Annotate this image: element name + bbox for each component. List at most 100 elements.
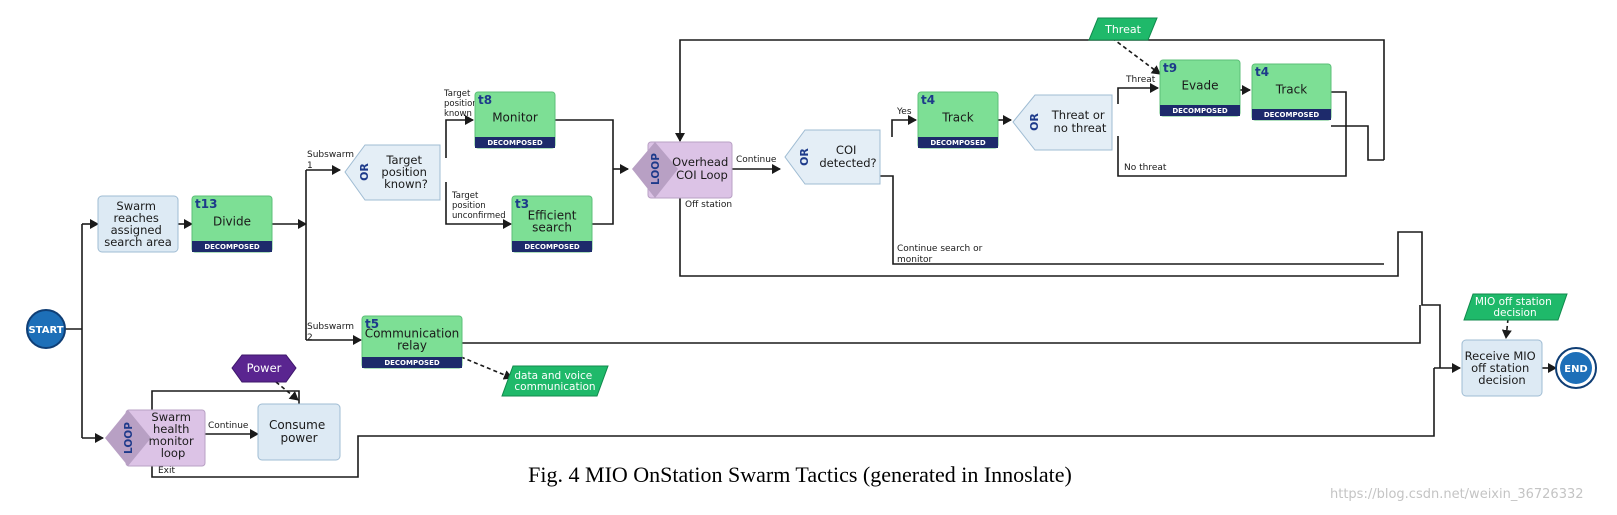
edge-label-continue-search-l1: Continue search or <box>897 244 983 254</box>
edge-label-subswarm1: Subswarm 1 <box>307 150 357 171</box>
edge-label-continue: Continue <box>736 155 777 165</box>
decomposed-badge: DECOMPOSED <box>384 359 440 367</box>
start-label: START <box>28 325 63 336</box>
edge-label-target-unconfirmed: Target position unconfirmed <box>451 191 506 221</box>
decomposed-badge: DECOMPOSED <box>524 243 580 251</box>
io-threat[interactable]: Threat <box>1088 17 1158 41</box>
edge-label-subswarm1-l2: 1 <box>307 161 313 171</box>
loop-health-l2: health <box>153 422 189 436</box>
action-label: Monitor <box>492 111 538 125</box>
loop-overhead[interactable]: LOOP Overhead COI Loop <box>632 141 733 199</box>
swarm-reaches-label: Swarm reaches assigned search area <box>104 199 172 249</box>
or-tag-target: OR <box>358 163 371 181</box>
loop-tag-health: LOOP <box>123 422 135 454</box>
loop-swarm-health[interactable]: LOOP Swarm health monitor loop <box>105 409 206 467</box>
or-threat-label: Threat or no threat <box>1051 108 1109 135</box>
edge-label-target-known-l3: known <box>444 109 472 119</box>
action-swarm-reaches[interactable]: Swarm reaches assigned search area <box>97 195 179 253</box>
or-coi-l2: detected? <box>819 156 876 170</box>
decomposed-actions: t13DivideDECOMPOSEDt8MonitorDECOMPOSEDt3… <box>191 59 1332 369</box>
action-id: t4 <box>921 93 935 107</box>
consume-power-label: Consume power <box>269 418 329 445</box>
swarm-reaches-l1: Swarm <box>116 199 155 213</box>
receive-mio-label: Receive MIO off station decision <box>1465 349 1540 387</box>
loop-health-l3: monitor <box>149 434 194 448</box>
receive-mio-l1: Receive MIO <box>1465 349 1536 363</box>
io-mio-label: MIO off station decision <box>1475 296 1555 319</box>
action-id: t8 <box>478 93 492 107</box>
or-tag-coi: OR <box>798 148 811 166</box>
start-node[interactable]: START <box>26 309 66 349</box>
action-id: t13 <box>195 197 217 211</box>
action-receive-mio[interactable]: Receive MIO off station decision <box>1461 339 1543 397</box>
or-coi-l1: COI <box>836 143 856 157</box>
resource-power[interactable]: Power <box>231 354 297 383</box>
edge-label-target-unconfirmed-l1: Target <box>451 191 479 201</box>
edge-label-target-unconfirmed-l2: position <box>452 201 486 211</box>
decomposed-badge: DECOMPOSED <box>1264 111 1320 119</box>
decomposed-band <box>512 241 592 252</box>
loop-health-l1: Swarm <box>151 410 190 424</box>
action-label: Divide <box>213 215 251 229</box>
loop-overhead-label: Overhead COI Loop <box>672 155 732 182</box>
action-label: Evade <box>1181 79 1218 93</box>
or-target-position[interactable]: OR Target position known? <box>344 144 441 201</box>
consume-power-l1: Consume <box>269 418 325 432</box>
edge-label-continue-search-l2: monitor <box>897 255 933 265</box>
or-target-l2: position <box>381 165 427 179</box>
decomposed-band <box>1160 105 1240 116</box>
io-mio-l1: MIO off station <box>1475 296 1552 308</box>
io-data-voice[interactable]: data and voice communication <box>501 365 609 397</box>
loop-tag-overhead: LOOP <box>650 153 662 185</box>
power-label: Power <box>247 361 282 375</box>
end-node[interactable]: END <box>1555 347 1597 389</box>
consume-power-l2: power <box>280 431 317 445</box>
action-id: t9 <box>1163 61 1177 75</box>
action-label: Communication <box>365 327 460 341</box>
receive-mio-l3: decision <box>1478 373 1525 387</box>
action-label: Track <box>1275 83 1307 97</box>
decomposed-badge: DECOMPOSED <box>487 139 543 147</box>
io-data-voice-l2: communication <box>514 381 595 393</box>
or-target-l3: known? <box>384 177 428 191</box>
decomposed-badge: DECOMPOSED <box>204 243 260 251</box>
loop-health-label: Swarm health monitor loop <box>149 410 198 460</box>
edge-label-no-threat: No threat <box>1124 163 1167 173</box>
decomposed-band <box>918 137 998 148</box>
action-id: t4 <box>1255 65 1269 79</box>
io-mio-l2: decision <box>1493 307 1536 319</box>
watermark: https://blog.csdn.net/weixin_36726332 <box>1330 487 1584 502</box>
decomposed-band <box>1252 109 1331 120</box>
edge-label-target-known-l1: Target <box>443 89 471 99</box>
edge-label-target-known-l2: position <box>444 99 478 109</box>
io-mio-off-station[interactable]: MIO off station decision <box>1463 293 1568 321</box>
decomposed-band <box>362 357 462 368</box>
edge-label-continue-loop: Continue <box>208 421 249 431</box>
edge-label-subswarm2-l1: Subswarm <box>307 322 354 332</box>
edge-label-continue-search: Continue search or monitor <box>897 244 985 265</box>
edge-label-target-unconfirmed-l3: unconfirmed <box>452 211 506 221</box>
action-label: Track <box>941 111 973 125</box>
decomposed-band <box>475 137 555 148</box>
loop-health-l4: loop <box>161 446 186 460</box>
edge-label-off-station: Off station <box>685 200 732 210</box>
or-threat-l2: no threat <box>1054 121 1107 135</box>
action-id: t3 <box>515 197 529 211</box>
action-id: t5 <box>365 317 379 331</box>
or-coi-detected[interactable]: OR COI detected? <box>784 129 881 185</box>
end-label: END <box>1564 364 1588 375</box>
or-threat[interactable]: OR Threat or no threat <box>1012 94 1113 151</box>
swarm-reaches-l2: reaches <box>114 211 159 225</box>
action-consume-power[interactable]: Consume power <box>257 403 341 461</box>
edge-label-exit: Exit <box>158 466 176 476</box>
edge-labels: Subswarm 1 Subswarm 2 Target position kn… <box>158 75 1167 476</box>
or-threat-l1: Threat or <box>1051 108 1105 122</box>
